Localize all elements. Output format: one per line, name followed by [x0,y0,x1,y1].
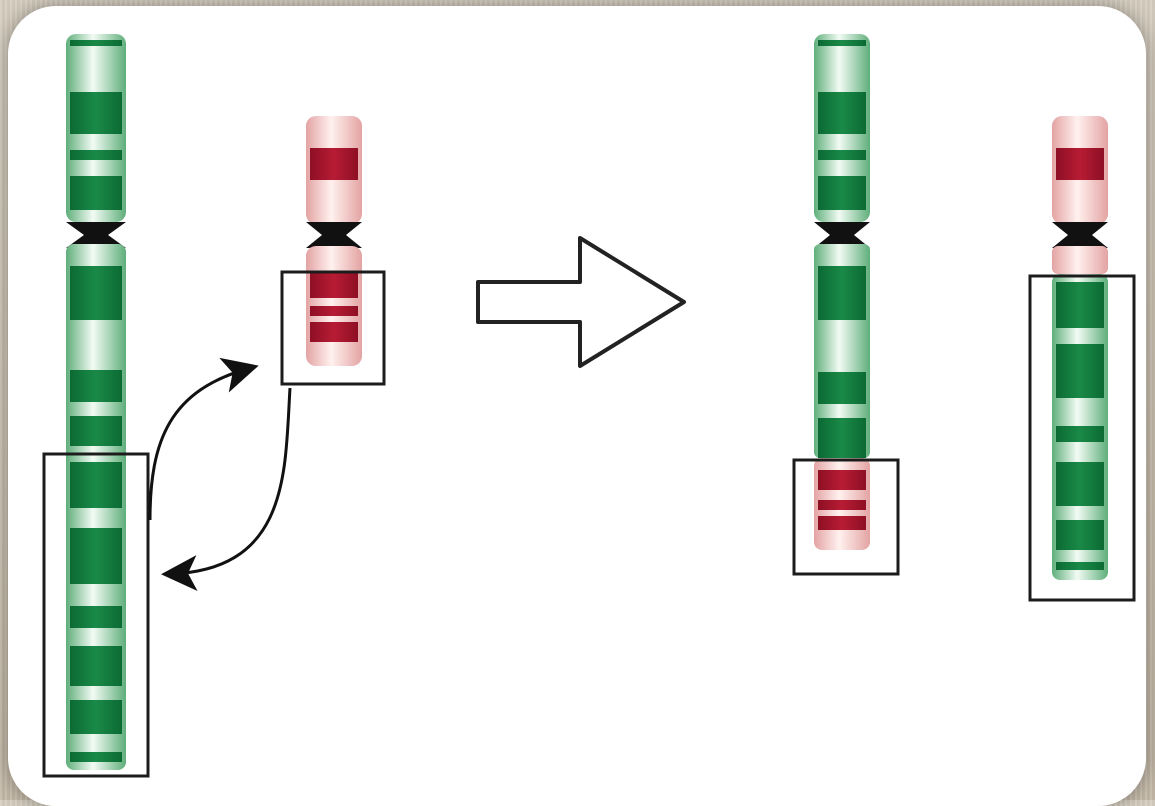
chromosome-b-original [306,116,362,366]
derivative-b-segment-box [1028,274,1136,602]
chromosome-a-original [66,34,126,770]
diagram-panel [8,6,1146,806]
chromosome-b-segment-box [280,270,386,386]
derivative-a-segment-box [792,458,900,576]
chromosome-a-derivative [814,34,870,550]
chromosome-a-segment-box [42,452,150,778]
chromosome-b-derivative [1052,116,1108,580]
right-block-arrow-icon [476,236,686,368]
swap-arrows-icon [148,357,292,592]
